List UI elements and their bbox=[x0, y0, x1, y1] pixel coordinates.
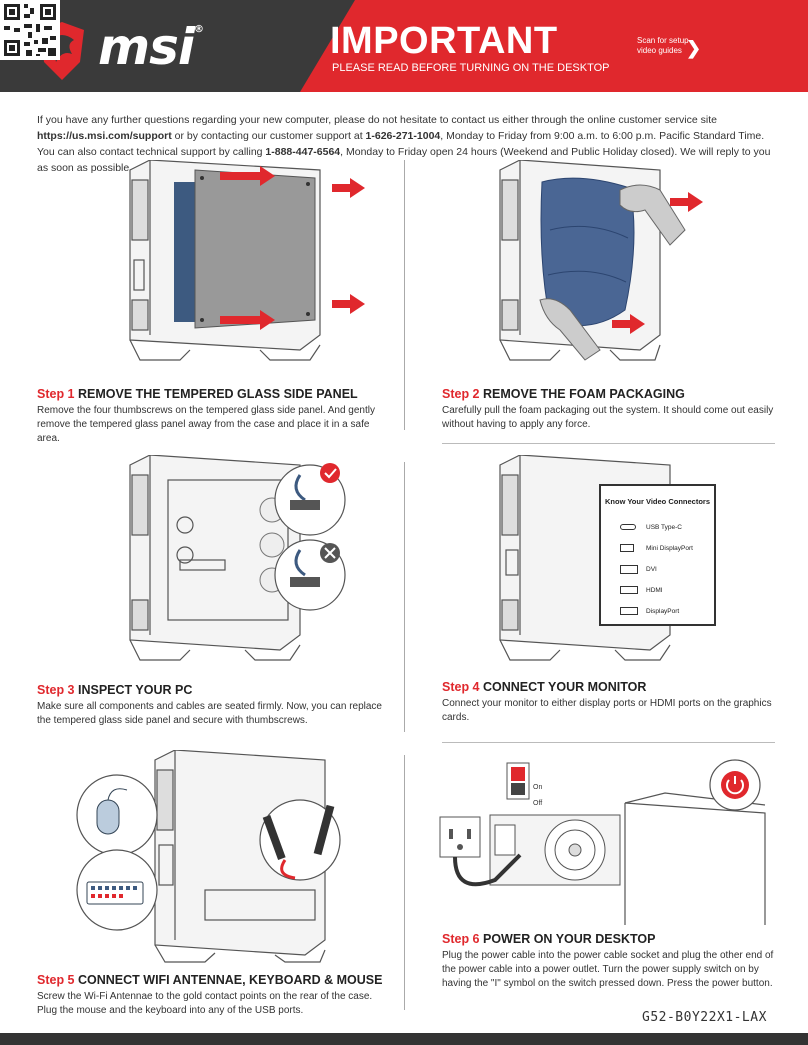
step1-number: Step 1 bbox=[37, 387, 75, 401]
brand-logo-text: msi® bbox=[98, 18, 204, 76]
step3-description: Make sure all components and cables are … bbox=[37, 701, 382, 726]
header-banner: msi® IMPORTANT PLEASE READ BEFORE TURNIN… bbox=[0, 0, 808, 92]
connector-list: USB Type-C Mini DisplayPort DVI HDMI Dis… bbox=[620, 517, 693, 622]
keyboard-icon bbox=[86, 881, 144, 905]
step2-description: Carefully pull the foam packaging out th… bbox=[442, 405, 774, 430]
column-divider bbox=[404, 160, 405, 430]
step1-illustration bbox=[129, 160, 365, 361]
row-divider bbox=[442, 443, 775, 444]
row-divider bbox=[442, 742, 775, 743]
support-phone-2: 1-888-447-6564 bbox=[265, 146, 341, 158]
page-subtitle: PLEASE READ BEFORE TURNING ON THE DESKTO… bbox=[332, 62, 610, 74]
step5-description: Screw the Wi-Fi Antennae to the gold con… bbox=[37, 991, 373, 1016]
support-phone-1: 1-626-271-1004 bbox=[365, 130, 441, 142]
step5-number: Step 5 bbox=[37, 973, 75, 987]
step4-title: Step 4 CONNECT YOUR MONITOR bbox=[442, 680, 646, 694]
document-code: G52-B0Y22X1-LAX bbox=[642, 1010, 767, 1025]
qr-code-icon[interactable] bbox=[0, 0, 60, 60]
antenna-icon bbox=[262, 804, 335, 880]
intro-text-4: , Monday to Friday open 24 hours (Weeken… bbox=[37, 146, 771, 174]
step1-title: Step 1 REMOVE THE TEMPERED GLASS SIDE PA… bbox=[37, 387, 358, 401]
step4-heading: CONNECT YOUR MONITOR bbox=[483, 680, 647, 694]
step5-illustration bbox=[76, 750, 341, 963]
step3-number: Step 3 bbox=[37, 683, 75, 697]
power-button-icon bbox=[721, 771, 749, 799]
connector-displayport: DisplayPort bbox=[620, 601, 693, 622]
step6-number: Step 6 bbox=[442, 932, 480, 946]
switch-labels: On Off bbox=[533, 780, 542, 812]
step4-description: Connect your monitor to either display p… bbox=[442, 698, 772, 723]
connector-usb-c: USB Type-C bbox=[620, 517, 693, 538]
hand-icon bbox=[539, 184, 686, 361]
power-switch-icon bbox=[506, 762, 530, 800]
power-outlet-icon bbox=[439, 816, 481, 858]
column-divider bbox=[404, 462, 405, 732]
device-callout bbox=[76, 774, 341, 931]
video-connectors-panel: Know Your Video Connectors USB Type-C Mi… bbox=[600, 485, 715, 625]
step5-heading: CONNECT WIFI ANTENNAE, KEYBOARD & MOUSE bbox=[78, 973, 383, 987]
step3-title: Step 3 INSPECT YOUR PC bbox=[37, 683, 192, 697]
connectors-title: Know Your Video Connectors bbox=[604, 497, 710, 506]
step5-title: Step 5 CONNECT WIFI ANTENNAE, KEYBOARD &… bbox=[37, 973, 382, 987]
connector-hdmi: HDMI bbox=[620, 580, 693, 601]
intro-paragraph: If you have any further questions regard… bbox=[37, 112, 777, 176]
mouse-icon bbox=[96, 788, 128, 835]
switch-on-label: On bbox=[533, 784, 543, 791]
scan-text: Scan for setup video guides bbox=[637, 36, 689, 55]
step1-description: Remove the four thumbscrews on the tempe… bbox=[37, 405, 375, 444]
support-link[interactable]: https://us.msi.com/support bbox=[37, 130, 172, 142]
switch-off-label: Off bbox=[533, 800, 543, 807]
intro-text-1: If you have any further questions regard… bbox=[37, 114, 717, 126]
column-divider bbox=[404, 755, 405, 1010]
red-arrow-icon bbox=[220, 166, 365, 330]
step1-heading: REMOVE THE TEMPERED GLASS SIDE PANEL bbox=[78, 387, 358, 401]
step2-number: Step 2 bbox=[442, 387, 480, 401]
step6-title: Step 6 POWER ON YOUR DESKTOP bbox=[442, 932, 655, 946]
step6-heading: POWER ON YOUR DESKTOP bbox=[483, 932, 656, 946]
intro-text-2: or by contacting our customer support at bbox=[171, 130, 366, 142]
red-arrow-icon bbox=[612, 192, 703, 334]
step6-description: Plug the power cable into the power cabl… bbox=[442, 950, 774, 989]
step2-illustration bbox=[499, 160, 703, 361]
step4-illustration bbox=[499, 455, 716, 661]
psu-icon bbox=[489, 814, 621, 886]
connector-panel bbox=[599, 484, 716, 626]
connector-dvi: DVI bbox=[620, 559, 693, 580]
step2-title: Step 2 REMOVE THE FOAM PACKAGING bbox=[442, 387, 685, 401]
intro-text-3: , Monday to Friday from 9:00 a.m. to 6:0… bbox=[37, 130, 765, 158]
page-title: IMPORTANT bbox=[330, 20, 558, 62]
step3-heading: INSPECT YOUR PC bbox=[78, 683, 193, 697]
connector-mini-dp: Mini DisplayPort bbox=[620, 538, 693, 559]
step6-illustration bbox=[439, 759, 766, 925]
glass-panel bbox=[194, 169, 316, 329]
step3-illustration bbox=[129, 455, 346, 661]
step2-heading: REMOVE THE FOAM PACKAGING bbox=[483, 387, 685, 401]
step4-number: Step 4 bbox=[442, 680, 480, 694]
chevron-right-icon: ❯ bbox=[686, 38, 702, 58]
check-icon bbox=[320, 463, 340, 483]
footer-bar bbox=[0, 1033, 808, 1045]
